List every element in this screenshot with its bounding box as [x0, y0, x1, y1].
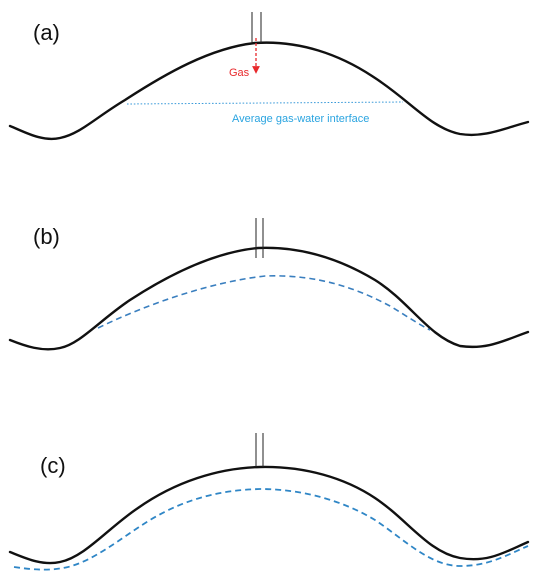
- panel-a: (a) Gas Average gas-water interface: [8, 12, 530, 141]
- panel-label-c: (c): [40, 453, 66, 478]
- panel-b: (b): [8, 218, 530, 351]
- anticline-surface-c: [8, 465, 530, 565]
- panel-label-a: (a): [33, 20, 60, 45]
- interface-label: Average gas-water interface: [232, 113, 369, 125]
- gas-water-interface-c: [13, 488, 529, 571]
- anticline-surface-b: [8, 246, 530, 351]
- average-gas-water-interface-line: [126, 101, 404, 105]
- gas-water-interface-b: [97, 275, 431, 331]
- gas-label: Gas: [229, 67, 250, 79]
- panel-c: (c): [8, 433, 530, 571]
- panel-label-b: (b): [33, 224, 60, 249]
- anticline-surface-a: [8, 41, 530, 141]
